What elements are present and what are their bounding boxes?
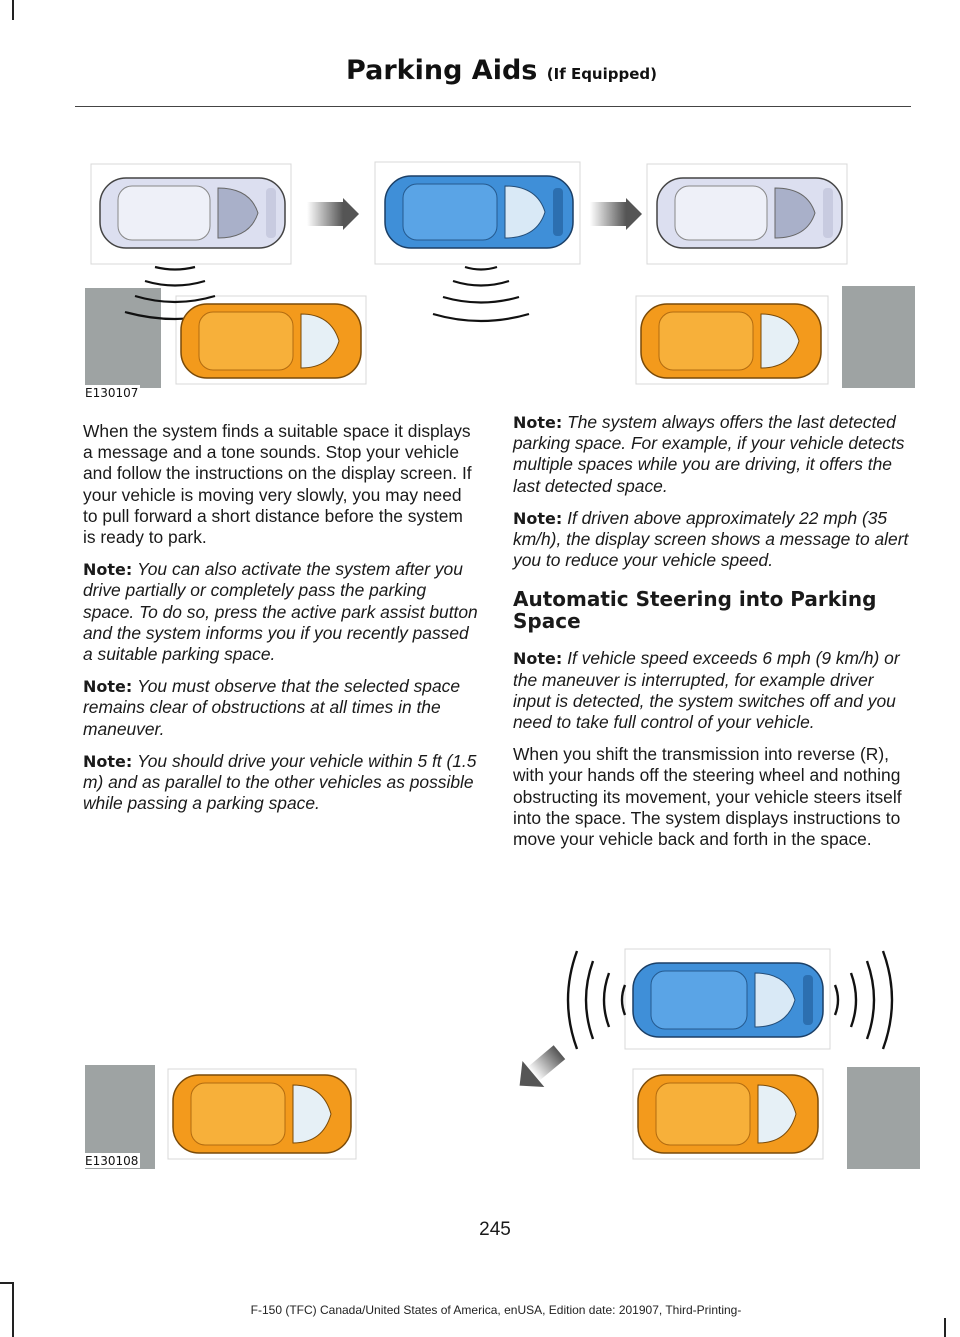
left-column: When the system finds a suitable space i… bbox=[83, 421, 478, 825]
figure-id: E130107 bbox=[84, 385, 141, 400]
section-heading: Automatic Steering into Parking Space bbox=[513, 587, 877, 634]
parked-car-left bbox=[180, 303, 362, 379]
note-text: If vehicle speed exceeds 6 mph (9 km/h) … bbox=[513, 648, 900, 733]
crop-mark-top-left bbox=[12, 0, 14, 20]
note: Note: If vehicle speed exceeds 6 mph (9 … bbox=[513, 648, 911, 733]
note: Note: You must observe that the selected… bbox=[83, 676, 478, 740]
page-title: Parking Aids (If Equipped) bbox=[346, 55, 657, 86]
parked-car-left bbox=[172, 1074, 352, 1154]
header-rule bbox=[75, 106, 911, 107]
curb-right bbox=[842, 286, 915, 388]
curb-left bbox=[85, 288, 161, 388]
note-text: If driven above approximately 22 mph (35… bbox=[513, 507, 909, 571]
passing-car-end bbox=[656, 177, 843, 249]
body-paragraph: When you shift the transmission into rev… bbox=[513, 744, 902, 850]
crop-mark-bottom-left bbox=[12, 1282, 14, 1337]
note-text: You can also activate the system after y… bbox=[83, 559, 478, 665]
note-label: Note: bbox=[513, 413, 563, 432]
sensor-waves-icon bbox=[566, 950, 627, 1050]
parked-car-right bbox=[637, 1074, 819, 1154]
intro-paragraph: When the system finds a suitable space i… bbox=[83, 421, 472, 548]
note-label: Note: bbox=[513, 508, 563, 528]
note: Note: The system always offers the last … bbox=[513, 412, 911, 497]
passing-car-start bbox=[99, 177, 286, 249]
note-text: You must observe that the selected space… bbox=[83, 676, 461, 739]
note-label: Note: bbox=[83, 751, 133, 771]
crop-mark-bottom-right bbox=[944, 1318, 946, 1337]
note-label: Note: bbox=[83, 560, 133, 580]
note: Note: If driven above approximately 22 m… bbox=[513, 508, 911, 572]
note-label: Note: bbox=[83, 677, 133, 697]
sensor-waves-icon bbox=[432, 265, 530, 323]
note-text: The system always offers the last detect… bbox=[513, 412, 905, 496]
sensor-waves-icon bbox=[833, 950, 894, 1050]
figure-id: E130108 bbox=[84, 1153, 141, 1168]
right-column: Note: The system always offers the last … bbox=[513, 412, 911, 861]
curb-left bbox=[85, 1065, 155, 1169]
active-car-reversing bbox=[632, 962, 824, 1038]
arrow-icon bbox=[307, 198, 359, 230]
reverse-arrow-icon bbox=[519, 1045, 566, 1088]
page-number: 245 bbox=[479, 1219, 511, 1240]
parked-car-right bbox=[640, 303, 822, 379]
crop-mark-bottom-left-h bbox=[0, 1282, 14, 1284]
active-car-scanning bbox=[384, 175, 574, 249]
curb-right bbox=[847, 1067, 920, 1169]
note-text: You should drive your vehicle within 5 f… bbox=[83, 750, 477, 814]
figure-parking-space-search bbox=[85, 161, 915, 388]
figure-automatic-steering bbox=[85, 948, 920, 1169]
note: Note: You can also activate the system a… bbox=[83, 559, 478, 665]
note: Note: You should drive your vehicle with… bbox=[83, 751, 478, 815]
note-label: Note: bbox=[513, 649, 563, 669]
arrow-icon bbox=[590, 198, 642, 230]
page-footer: F-150 (TFC) Canada/United States of Amer… bbox=[250, 1303, 742, 1317]
